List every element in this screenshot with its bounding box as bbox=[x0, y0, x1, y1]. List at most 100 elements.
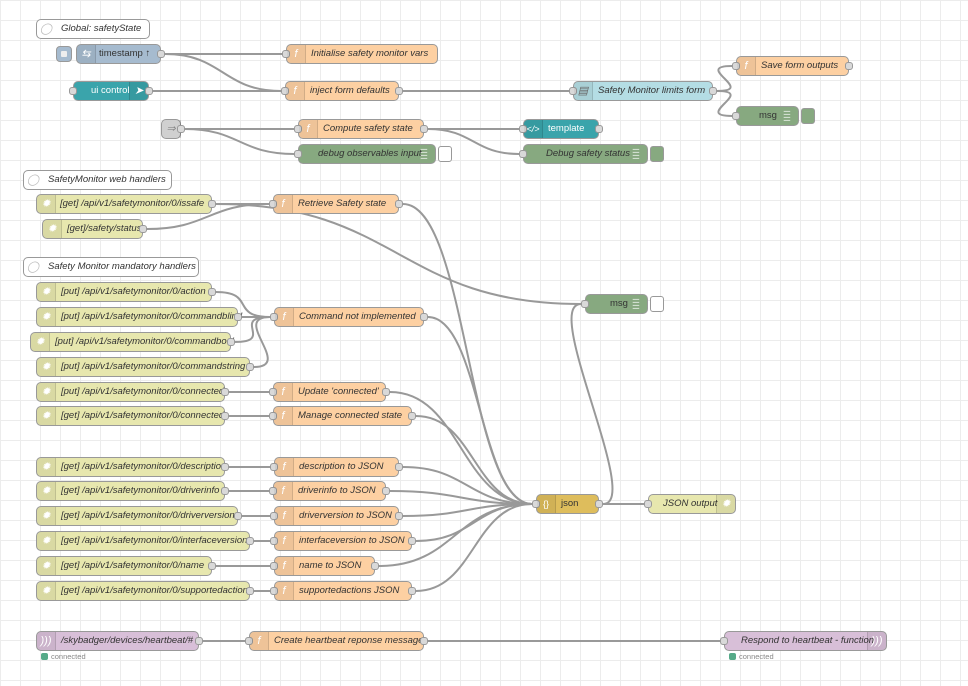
output-port[interactable] bbox=[395, 463, 403, 471]
output-port[interactable] bbox=[420, 313, 428, 321]
output-port[interactable] bbox=[595, 125, 603, 133]
output-port[interactable] bbox=[408, 587, 416, 595]
http-in-node[interactable]: ✹ [get]/safety/status bbox=[42, 219, 147, 239]
http-in-node[interactable]: ✹ [put] /api/v1/safetymonitor/0/action bbox=[36, 282, 216, 302]
wire[interactable] bbox=[570, 303, 614, 505]
function-node[interactable]: f Manage connected state bbox=[269, 406, 416, 426]
function-node[interactable]: f inject form defaults bbox=[281, 81, 403, 101]
input-port[interactable] bbox=[532, 500, 540, 508]
wire[interactable] bbox=[427, 316, 533, 505]
http-in-node[interactable]: ✹ [get] /api/v1/safetymonitor/0/descript… bbox=[36, 457, 229, 477]
output-port[interactable] bbox=[177, 125, 185, 133]
function-node[interactable]: f Compute safety state bbox=[294, 119, 428, 139]
input-port[interactable] bbox=[245, 637, 253, 645]
http-in-node[interactable]: ✹ [get] /api/v1/safetymonitor/0/interfac… bbox=[36, 531, 254, 551]
output-port[interactable] bbox=[246, 587, 254, 595]
output-port[interactable] bbox=[208, 562, 216, 570]
input-port[interactable] bbox=[569, 87, 577, 95]
http-in-node[interactable]: ✹ [put] /api/v1/safetymonitor/0/connecte… bbox=[36, 382, 229, 402]
wire[interactable] bbox=[716, 90, 733, 117]
json-node[interactable]: {} json bbox=[532, 494, 603, 514]
http-in-node[interactable]: ✹ [get] /api/v1/safetymonitor/0/driverve… bbox=[36, 506, 242, 526]
function-node[interactable]: f supportedactions JSON bbox=[270, 581, 416, 601]
function-node[interactable]: f Save form outputs bbox=[732, 56, 853, 76]
input-port[interactable] bbox=[519, 125, 527, 133]
function-node[interactable]: f interfaceversion to JSON bbox=[270, 531, 416, 551]
output-port[interactable] bbox=[420, 125, 428, 133]
function-node[interactable]: f Retrieve Safety state bbox=[269, 194, 403, 214]
wire[interactable] bbox=[402, 466, 533, 505]
wire[interactable] bbox=[415, 415, 533, 505]
http-response-node[interactable]: JSON output ✹ bbox=[644, 494, 736, 514]
wire[interactable] bbox=[184, 128, 295, 155]
ui-form-node[interactable]: ▤ Safety Monitor limits form bbox=[569, 81, 717, 101]
http-in-node[interactable]: ✹ [put] /api/v1/safetymonitor/0/commandb… bbox=[36, 307, 242, 327]
input-port[interactable] bbox=[732, 112, 740, 120]
input-port[interactable] bbox=[281, 87, 289, 95]
function-node[interactable]: f Initialise safety monitor vars bbox=[282, 44, 438, 64]
wire[interactable] bbox=[378, 503, 533, 567]
output-port[interactable] bbox=[139, 225, 147, 233]
input-port[interactable] bbox=[269, 200, 277, 208]
input-port[interactable] bbox=[282, 50, 290, 58]
output-port[interactable] bbox=[420, 637, 428, 645]
output-port[interactable] bbox=[221, 388, 229, 396]
http-in-node[interactable]: ✹ [get] /api/v1/safetymonitor/0/issafe bbox=[36, 194, 216, 214]
input-port[interactable] bbox=[270, 537, 278, 545]
input-port[interactable] bbox=[644, 500, 652, 508]
function-node[interactable]: f Create heartbeat reponse message bbox=[245, 631, 428, 651]
function-node[interactable]: f driverversion to JSON bbox=[270, 506, 403, 526]
output-port[interactable] bbox=[208, 200, 216, 208]
http-in-node[interactable]: ✹ [put] /api/v1/safetymonitor/0/commands… bbox=[36, 357, 254, 377]
output-port[interactable] bbox=[157, 50, 165, 58]
output-port[interactable] bbox=[195, 637, 203, 645]
input-port[interactable] bbox=[270, 562, 278, 570]
input-port[interactable] bbox=[581, 300, 589, 308]
wire[interactable] bbox=[402, 503, 533, 517]
input-port[interactable] bbox=[720, 637, 728, 645]
inject-button[interactable] bbox=[56, 46, 72, 62]
output-port[interactable] bbox=[208, 288, 216, 296]
wire[interactable] bbox=[164, 53, 282, 92]
debug-toggle[interactable] bbox=[650, 296, 664, 312]
output-port[interactable] bbox=[408, 537, 416, 545]
output-port[interactable] bbox=[234, 313, 242, 321]
input-port[interactable] bbox=[519, 150, 527, 158]
comment-node[interactable]: ◯ Global: safetyState bbox=[36, 19, 150, 39]
output-port[interactable] bbox=[227, 338, 235, 346]
input-port[interactable] bbox=[269, 388, 277, 396]
template-node[interactable]: </> template bbox=[519, 119, 603, 139]
input-port[interactable] bbox=[270, 313, 278, 321]
http-in-node[interactable]: ✹ [get] /api/v1/safetymonitor/0/connecte… bbox=[36, 406, 229, 426]
output-port[interactable] bbox=[221, 463, 229, 471]
link-in-node[interactable]: ⇒ bbox=[161, 119, 185, 139]
input-port[interactable] bbox=[270, 463, 278, 471]
debug-node[interactable]: debug observables input ──── bbox=[294, 144, 452, 164]
wire[interactable] bbox=[415, 503, 533, 592]
output-port[interactable] bbox=[408, 412, 416, 420]
input-port[interactable] bbox=[69, 87, 77, 95]
output-port[interactable] bbox=[221, 487, 229, 495]
comment-node[interactable]: ◯ SafetyMonitor web handlers bbox=[23, 170, 172, 190]
debug-node[interactable]: msg ──── bbox=[581, 294, 664, 314]
wire[interactable] bbox=[215, 203, 582, 305]
ui-control-node[interactable]: ui control ➤ bbox=[69, 81, 153, 101]
function-node[interactable]: f driverinfo to JSON bbox=[269, 481, 390, 501]
debug-node[interactable]: Debug safety status ──── bbox=[519, 144, 664, 164]
wire[interactable] bbox=[716, 65, 733, 92]
function-node[interactable]: f Command not implemented bbox=[270, 307, 428, 327]
debug-node[interactable]: msg ──── bbox=[732, 106, 815, 126]
input-port[interactable] bbox=[270, 587, 278, 595]
input-port[interactable] bbox=[270, 512, 278, 520]
output-port[interactable] bbox=[395, 200, 403, 208]
output-port[interactable] bbox=[371, 562, 379, 570]
wire[interactable] bbox=[427, 128, 520, 155]
output-port[interactable] bbox=[382, 487, 390, 495]
output-port[interactable] bbox=[845, 62, 853, 70]
input-port[interactable] bbox=[269, 412, 277, 420]
mqtt-out-node[interactable]: Respond to heartbeat - function ))) bbox=[720, 631, 887, 651]
output-port[interactable] bbox=[395, 87, 403, 95]
debug-toggle[interactable] bbox=[801, 108, 815, 124]
output-port[interactable] bbox=[246, 363, 254, 371]
comment-node[interactable]: ◯ Safety Monitor mandatory handlers bbox=[23, 257, 199, 277]
